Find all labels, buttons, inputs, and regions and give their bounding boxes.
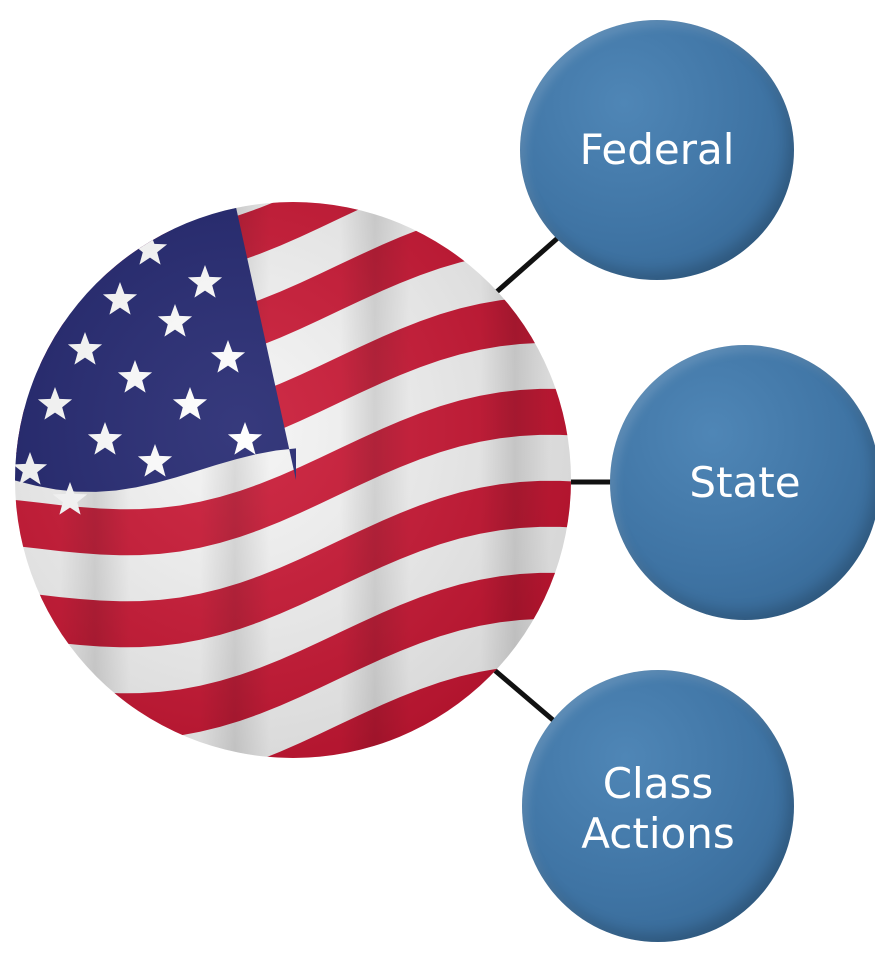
- flag-stripe: [0, 0, 620, 3]
- node-state[interactable]: State: [610, 345, 875, 620]
- node-state-label: State: [689, 457, 801, 507]
- node-class-actions[interactable]: Class Actions: [522, 670, 794, 942]
- node-class-actions-label-line-1: Class: [602, 759, 714, 809]
- connector-federal: [490, 234, 562, 298]
- node-federal-label: Federal: [579, 125, 735, 175]
- connector-class-actions: [490, 666, 562, 728]
- node-federal[interactable]: Federal: [520, 20, 794, 280]
- flag-star: [92, 210, 128, 243]
- flag-stripe: [0, 0, 620, 95]
- node-class-actions-label-line-2: Actions: [581, 809, 735, 858]
